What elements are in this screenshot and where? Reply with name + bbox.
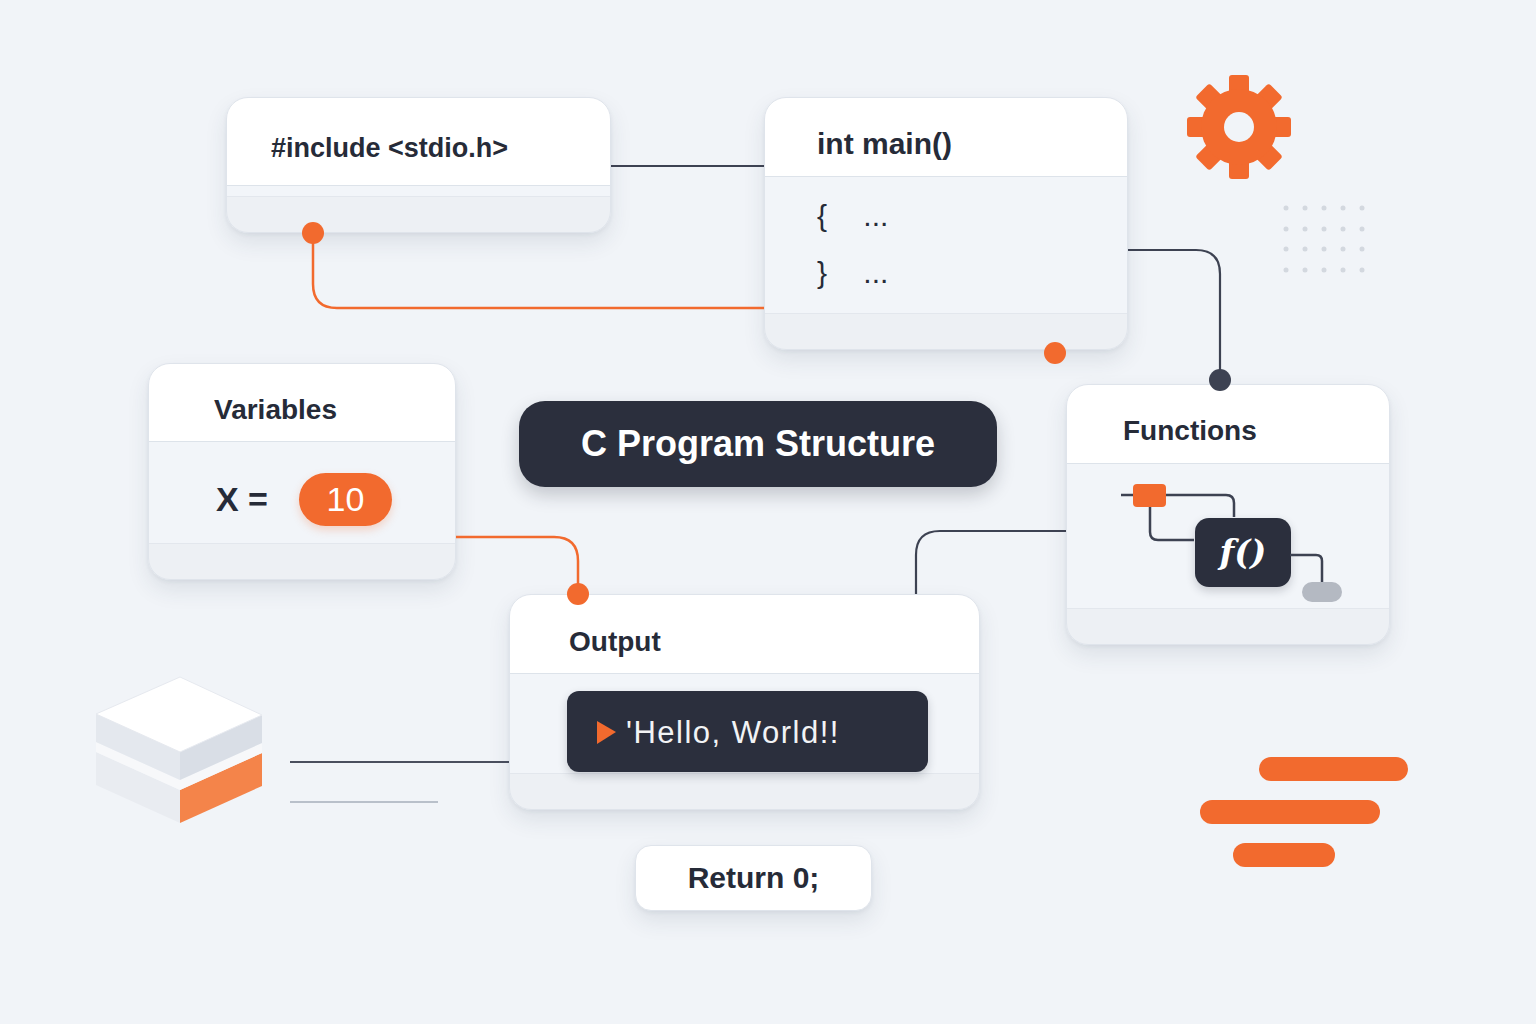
- return-box: Return 0;: [635, 845, 872, 911]
- dot-grid: [1284, 206, 1365, 273]
- box-heading: Output: [569, 625, 661, 659]
- function-glyph: f(): [1220, 532, 1267, 573]
- leader-line: [290, 761, 509, 763]
- connector-line: [916, 531, 1066, 594]
- connector-line: [611, 165, 764, 167]
- function-symbol: f(): [1195, 518, 1291, 587]
- code-line: } ...: [817, 255, 888, 291]
- value-pill: 10: [299, 473, 392, 526]
- connector-line: [1128, 250, 1220, 380]
- header-box: #include <stdio.h>: [226, 97, 611, 233]
- stack-cube: [96, 677, 262, 823]
- value-text: 10: [327, 479, 365, 520]
- accent-bars: [1212, 769, 1396, 855]
- leader-line: [290, 801, 438, 803]
- connector-line: [456, 537, 578, 594]
- output-box: Output 'Hello, World!!: [509, 594, 980, 810]
- variables-box: Variables X = 10: [148, 363, 456, 580]
- return-statement: Return 0;: [688, 860, 820, 896]
- terminal-box: 'Hello, World!!: [567, 691, 928, 772]
- connector-line: [313, 233, 764, 308]
- console-output: 'Hello, World!!: [626, 714, 840, 751]
- assignment-label: X =: [216, 479, 268, 520]
- function-signature: int main(): [817, 126, 952, 162]
- box-heading: Functions: [1123, 414, 1257, 448]
- code-line: { ...: [817, 198, 888, 234]
- title-pill: C Program Structure: [519, 401, 997, 487]
- gear-icon: [1187, 75, 1291, 179]
- main-function-box: int main() { ... } ...: [764, 97, 1128, 350]
- include-directive: #include <stdio.h>: [271, 132, 508, 164]
- box-heading: Variables: [214, 393, 337, 427]
- functions-box: Functions f(): [1066, 384, 1390, 645]
